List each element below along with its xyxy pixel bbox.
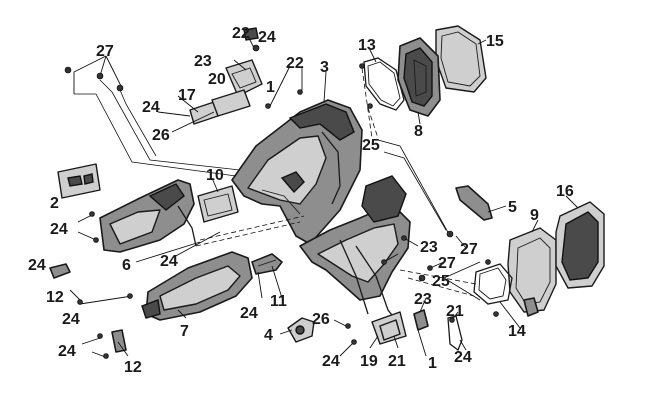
callout-20: 22: [232, 25, 250, 42]
callout-24: 24: [50, 221, 68, 238]
callout-labels: 27 22 24 23 20 1 22 3 13 15 17 24 26 8 2…: [28, 25, 574, 376]
callout-7: 7: [180, 323, 189, 340]
callout-24: 24: [142, 99, 160, 116]
callout-25: 25: [362, 137, 380, 154]
part-11-bracket: [251, 253, 283, 275]
part-lower-fairing: [299, 175, 411, 331]
callout-9: 9: [530, 207, 539, 224]
part-18-21-brackets: [371, 309, 463, 352]
part-14-wire-bracket: [473, 263, 513, 305]
part-8-reflector: [397, 37, 441, 117]
callout-12: 12: [46, 289, 64, 306]
callout-1: 1: [428, 355, 437, 372]
callout-3: 3: [320, 59, 329, 76]
callout-2: 2: [50, 195, 59, 212]
callout-5: 5: [508, 199, 517, 216]
part-13-gasket: [363, 57, 405, 111]
callout-24: 24: [28, 257, 46, 274]
callout-27: 27: [96, 43, 114, 60]
callout-26: 26: [312, 311, 330, 328]
callout-10: 10: [206, 167, 224, 184]
callout-22: 23: [420, 239, 438, 256]
callout-19: 20: [208, 71, 226, 88]
part-5-bracket: [455, 185, 493, 221]
callout-27: 27: [460, 241, 478, 258]
part-10-bracket: [197, 185, 239, 223]
callout-24: 24: [240, 305, 258, 322]
callout-8: 8: [414, 123, 423, 140]
callout-24: 24: [258, 29, 276, 46]
callout-18: 19: [360, 353, 378, 370]
callout-11: 11: [270, 293, 287, 310]
callout-1: 1: [266, 79, 275, 96]
callout-25: 25: [432, 273, 450, 290]
callout-24: 24: [322, 353, 340, 370]
part-9-frame: [507, 227, 557, 317]
part-12-clip-b: [111, 329, 127, 353]
callout-24: 24: [160, 253, 178, 270]
callout-13: 13: [358, 37, 376, 54]
callout-14: 14: [508, 323, 526, 340]
part-2-plate: [57, 163, 101, 199]
leader-lines: [69, 35, 579, 359]
part-12-clip-a: [49, 263, 71, 279]
part-3-front-fairing: [231, 99, 363, 245]
callout-23: 23: [414, 291, 432, 308]
part-6-side-cover: [99, 179, 197, 253]
callout-17: 17: [178, 87, 196, 104]
callout-19: 21: [388, 353, 406, 370]
part-15-panel: [435, 25, 487, 93]
callout-16: 16: [556, 183, 574, 200]
callout-24: 24: [454, 349, 472, 366]
part-4-plate: [287, 317, 315, 343]
fastener-screws: [64, 44, 499, 359]
part-16-lens: [555, 201, 605, 289]
callout-26: 26: [152, 127, 170, 144]
part-17-19-brackets: [189, 27, 263, 125]
callout-21: 21: [446, 303, 464, 320]
callout-24: 24: [62, 311, 80, 328]
callout-24: 24: [58, 343, 76, 360]
callout-12: 12: [124, 359, 142, 376]
callout-15: 15: [486, 33, 504, 50]
callout-6: 6: [122, 257, 131, 274]
callout-4: 4: [264, 327, 273, 344]
callout-27: 27: [438, 255, 456, 272]
callout-23: 23: [194, 53, 212, 70]
part-7-lower-cover: [141, 251, 253, 321]
callout-22: 22: [286, 55, 304, 72]
